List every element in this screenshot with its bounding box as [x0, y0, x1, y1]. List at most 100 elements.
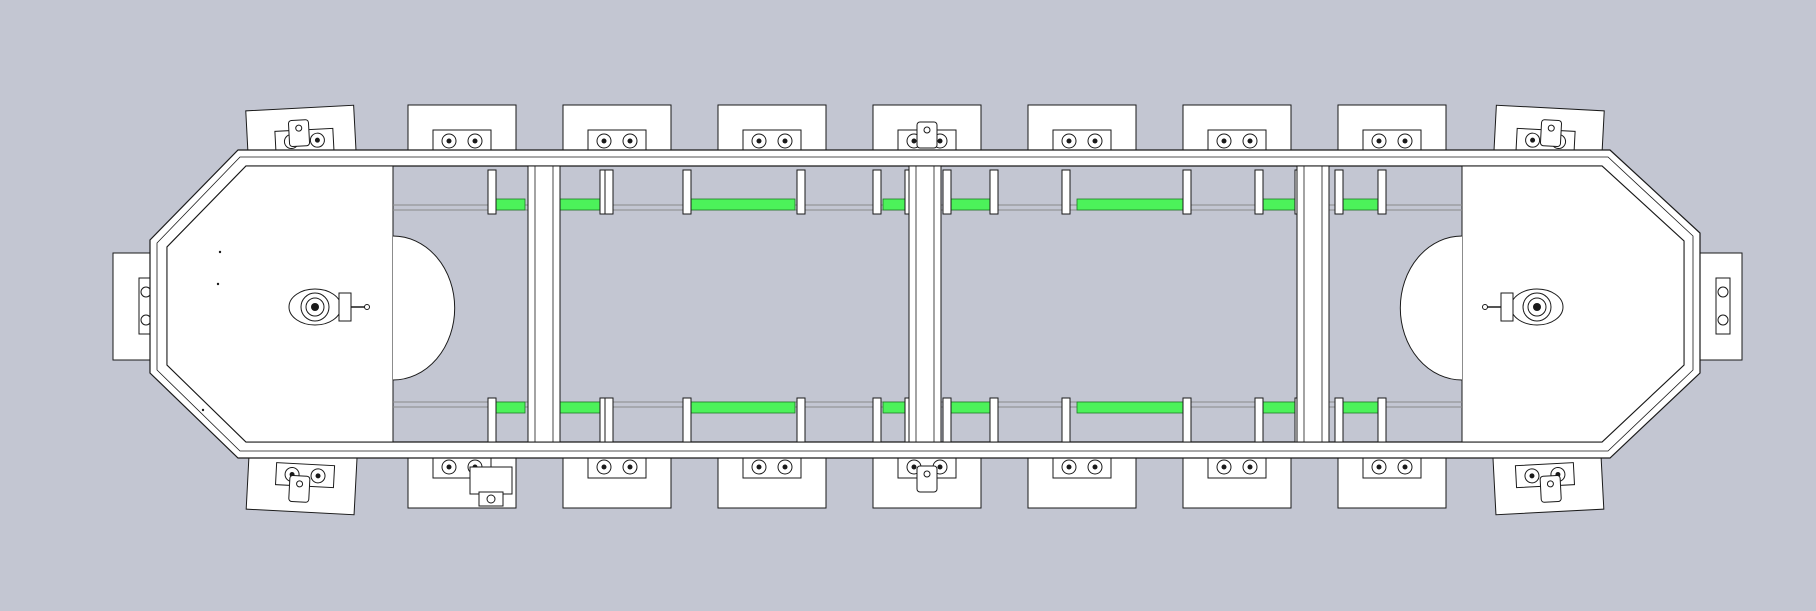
bearing-center	[446, 138, 452, 144]
belt-segment	[689, 401, 796, 414]
belt-bracket	[872, 397, 882, 443]
right-turntable-arc	[1399, 235, 1463, 381]
belt-bracket	[604, 397, 614, 443]
drive-clamp	[1500, 292, 1514, 322]
belt-segment	[689, 198, 796, 211]
bearing-center	[937, 464, 943, 470]
belt-bracket	[1334, 169, 1344, 215]
belt-bracket	[1182, 169, 1192, 215]
bearing-center	[756, 464, 762, 470]
bearing-center	[782, 464, 788, 470]
sensor-bracket	[916, 121, 938, 149]
bearing-center	[314, 137, 320, 143]
bearing-center	[1221, 138, 1227, 144]
belt-segment	[559, 401, 606, 414]
belt-segment	[559, 198, 606, 211]
sensor-bracket	[1539, 119, 1563, 147]
belt-bracket	[1377, 169, 1387, 215]
bearing-center	[1221, 464, 1227, 470]
sensor-bracket	[1539, 475, 1562, 503]
cross-member	[527, 165, 561, 443]
bearing-center	[1529, 473, 1535, 479]
belt-bracket	[487, 169, 497, 215]
end-bearing-block	[1715, 277, 1731, 335]
bearing-center	[1376, 464, 1382, 470]
drive-lever-knob	[1482, 304, 1488, 310]
bearing-center	[1066, 138, 1072, 144]
bearing-center	[315, 473, 321, 479]
bearing-center	[1530, 137, 1536, 143]
belt-bracket	[1061, 397, 1071, 443]
bearing-center	[446, 464, 452, 470]
end-drive	[288, 288, 370, 326]
bearing-center	[1402, 464, 1408, 470]
bearing-center	[911, 464, 917, 470]
belt-segment	[1076, 198, 1184, 211]
belt-segment	[945, 401, 991, 414]
detail-mark	[218, 250, 222, 254]
belt-segment	[882, 198, 906, 211]
bearing-center	[601, 138, 607, 144]
belt-bracket	[1182, 397, 1192, 443]
belt-bracket	[682, 169, 692, 215]
belt-segment	[1076, 401, 1184, 414]
bearing-center	[911, 138, 917, 144]
belt-bracket	[989, 397, 999, 443]
bearing-center	[782, 138, 788, 144]
end-bearing-icon	[1717, 314, 1729, 326]
belt-bracket	[872, 169, 882, 215]
belt-bracket	[942, 397, 952, 443]
cross-member	[908, 165, 942, 443]
belt-bracket	[487, 397, 497, 443]
belt-bracket	[796, 397, 806, 443]
left-turntable-zone	[166, 165, 394, 443]
belt-segment	[492, 198, 526, 211]
belt-bracket	[989, 169, 999, 215]
bearing-center	[1066, 464, 1072, 470]
belt-segment	[492, 401, 526, 414]
belt-segment	[1261, 198, 1296, 211]
belt-bracket	[1334, 397, 1344, 443]
belt-bracket	[796, 169, 806, 215]
end-bearing-icon	[1717, 286, 1729, 298]
belt-bracket	[682, 397, 692, 443]
bearing-center	[472, 138, 478, 144]
bracket-hole	[1547, 124, 1555, 132]
motor-housing	[469, 466, 513, 495]
bearing-center	[756, 138, 762, 144]
bearing-center	[1402, 138, 1408, 144]
sensor-bracket	[916, 465, 938, 493]
bearing-center	[601, 464, 607, 470]
bracket-hole	[923, 126, 931, 134]
belt-bracket	[942, 169, 952, 215]
belt-bracket	[1254, 169, 1264, 215]
cross-members	[527, 165, 1330, 443]
bracket-hole	[295, 124, 303, 132]
detail-mark	[201, 408, 205, 412]
drive-lever-knob	[364, 304, 370, 310]
belt-segment	[882, 401, 906, 414]
belt-segment	[1261, 401, 1296, 414]
right-turntable-zone	[1461, 165, 1685, 443]
bearing-center	[627, 138, 633, 144]
bearing-center	[1247, 138, 1253, 144]
belt-bracket	[1061, 169, 1071, 215]
left-turntable-arc	[392, 235, 456, 381]
bearing-center	[1376, 138, 1382, 144]
motor-bolt-icon	[486, 494, 496, 504]
bearing-center	[937, 138, 943, 144]
drive-hub	[311, 303, 319, 311]
bearing-center	[1247, 464, 1253, 470]
drive-hub	[1533, 303, 1541, 311]
bearing-center	[627, 464, 633, 470]
drive-clamp	[338, 292, 352, 322]
bearing-center	[1092, 464, 1098, 470]
bracket-hole	[296, 480, 304, 488]
belt-segment	[945, 198, 991, 211]
bracket-hole	[923, 470, 931, 478]
belt-bracket	[1377, 397, 1387, 443]
frame-rail-edge	[156, 156, 1694, 452]
detail-mark	[216, 282, 220, 286]
